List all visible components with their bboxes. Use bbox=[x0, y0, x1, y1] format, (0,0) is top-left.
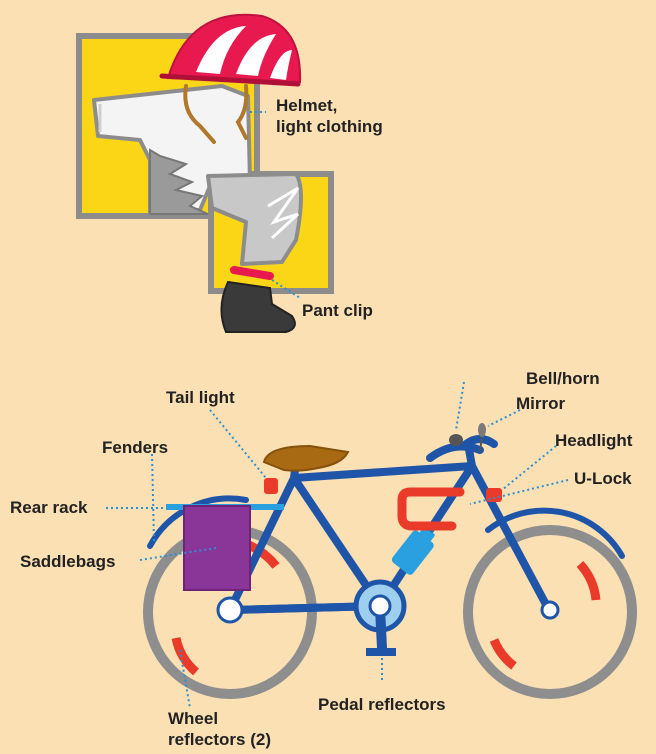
fenders-leader-line bbox=[152, 454, 154, 542]
tail-light-label: Tail light bbox=[166, 387, 235, 408]
headlight-label: Headlight bbox=[555, 430, 632, 451]
bell-horn-label: Bell/horn bbox=[526, 368, 600, 389]
front-wheel-reflector bbox=[494, 640, 514, 666]
mirror-label: Mirror bbox=[516, 393, 565, 414]
bottom-bracket-hub bbox=[370, 596, 390, 616]
headlight-leader-line bbox=[502, 446, 556, 490]
saddlebags-label: Saddlebags bbox=[20, 551, 115, 572]
saddle-icon bbox=[264, 446, 348, 471]
helmet-label-line2: light clothing bbox=[276, 116, 383, 137]
rear-hub bbox=[218, 598, 242, 622]
pedal-reflectors-label: Pedal reflectors bbox=[318, 694, 446, 715]
pedal-reflector-icon bbox=[366, 648, 396, 656]
pant-clip-label: Pant clip bbox=[302, 300, 373, 321]
saddlebag-icon bbox=[184, 506, 250, 590]
wheel-reflectors-label-line1: Wheel bbox=[168, 708, 218, 729]
rider-illustration bbox=[79, 15, 331, 332]
rear-wheel-reflector bbox=[176, 638, 196, 672]
tail-light-icon bbox=[264, 478, 278, 494]
headlight-icon bbox=[486, 488, 502, 502]
tail-light-leader-line bbox=[210, 410, 266, 478]
rear-rack-label: Rear rack bbox=[10, 497, 88, 518]
bell-horn-icon bbox=[449, 434, 463, 446]
wheel-reflectors-label-line2: reflectors (2) bbox=[168, 729, 271, 750]
bicycle-illustration bbox=[148, 423, 632, 694]
helmet-label-line1: Helmet, bbox=[276, 95, 337, 116]
front-hub bbox=[542, 602, 558, 618]
bell-horn-leader-line bbox=[456, 382, 464, 430]
fenders-label: Fenders bbox=[102, 437, 168, 458]
front-wheel-reflector bbox=[580, 564, 596, 600]
u-lock-label: U-Lock bbox=[574, 468, 632, 489]
